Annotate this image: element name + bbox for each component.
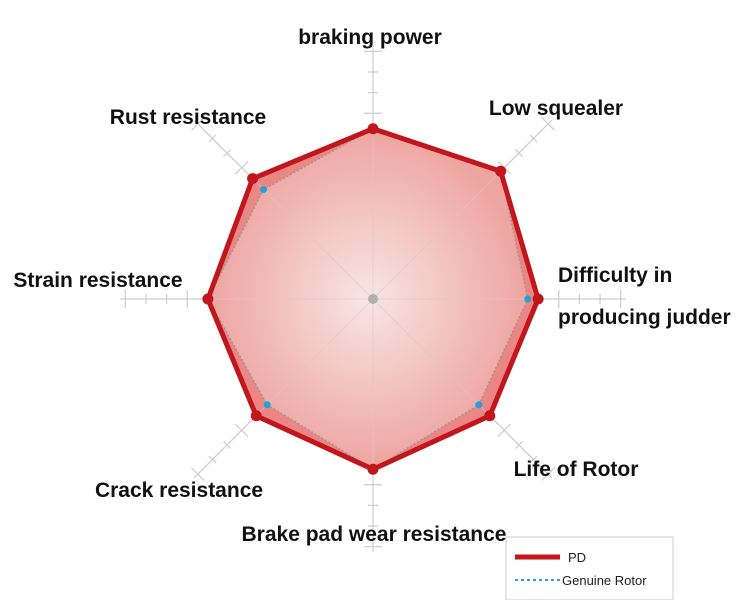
axis-label: Crack resistance (95, 479, 263, 502)
axis-label-line: Low squealer (489, 97, 623, 120)
axis-label: Rust resistance (110, 106, 266, 129)
legend-box (505, 536, 674, 600)
axis-label-line: Life of Rotor (514, 458, 639, 481)
axis-label: Low squealer (489, 97, 623, 120)
series-genuine-rotor-point (263, 401, 271, 409)
series-pd-point (202, 293, 214, 305)
axis-label-line: Strain resistance (13, 269, 182, 292)
radar-series-layer (120, 46, 626, 552)
series-pd-point (247, 173, 259, 185)
axis-label-line: Crack resistance (95, 479, 263, 502)
axis-label: Difficulty in producing judder (558, 264, 731, 329)
axis-spoke-overlay (372, 119, 553, 300)
axis-spoke-overlay (193, 298, 374, 479)
axis-spoke-overlay (372, 298, 553, 479)
series-pd-point (495, 165, 507, 177)
axis-label: Life of Rotor (514, 458, 639, 481)
series-pd-point (484, 410, 496, 422)
legend-label-pd: PD (568, 550, 586, 565)
series-genuine-rotor-point (524, 295, 532, 303)
series-genuine-rotor-point (260, 186, 268, 194)
axis-label: Strain resistance (13, 269, 182, 292)
axis-label-line: producing judder (558, 306, 731, 329)
legend: PD Genuine Rotor (505, 536, 674, 600)
radar-center (368, 294, 378, 304)
series-pd-point (367, 123, 379, 135)
axis-label-line: Difficulty in (558, 264, 672, 287)
axis-label: Brake pad wear resistance (242, 523, 507, 546)
axis-label-line: braking power (298, 26, 442, 49)
legend-label-genuine-rotor: Genuine Rotor (562, 573, 647, 588)
series-genuine-rotor-point (475, 401, 483, 409)
axis-spoke-overlay (193, 119, 374, 300)
axis-label-line: Rust resistance (110, 106, 266, 129)
series-pd-point (532, 293, 544, 305)
axis-label: braking power (298, 26, 442, 49)
axis-label-line: Brake pad wear resistance (242, 523, 507, 546)
series-pd-point (250, 410, 262, 422)
series-pd-point (367, 463, 379, 475)
